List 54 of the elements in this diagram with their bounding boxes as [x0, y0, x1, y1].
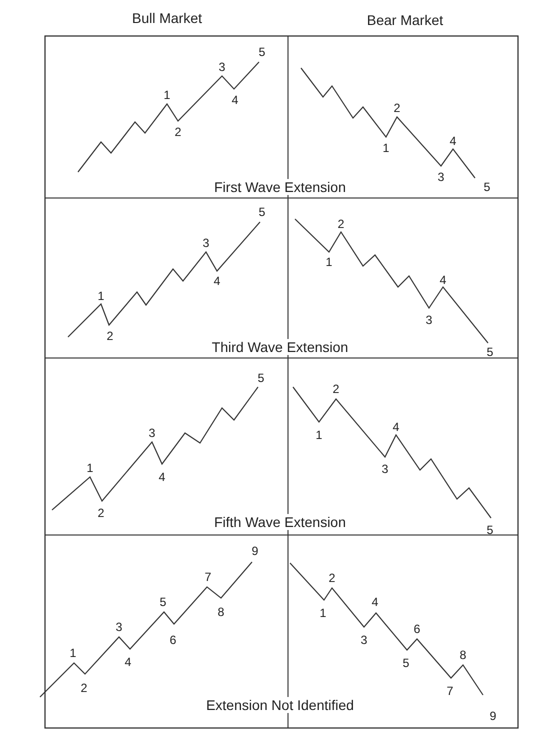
- wave-number: 1: [86, 462, 94, 474]
- wave-number: 1: [316, 429, 322, 441]
- wave-number: 1: [326, 256, 332, 268]
- wave-number: 4: [158, 471, 166, 483]
- wave-number: 3: [360, 634, 368, 646]
- wave-number: 7: [204, 571, 212, 583]
- wave-number: 5: [258, 46, 266, 58]
- wave-number: 3: [438, 171, 444, 183]
- wave-number: 4: [214, 275, 220, 287]
- wave-number: 5: [486, 346, 494, 358]
- row-title: Third Wave Extension: [210, 339, 350, 355]
- row-title: Extension Not Identified: [204, 697, 356, 713]
- wave-number: 2: [174, 126, 182, 138]
- row-title: First Wave Extension: [212, 179, 348, 195]
- wave-number: 1: [164, 89, 170, 101]
- wave-number: 9: [490, 710, 496, 722]
- wave-number: 9: [252, 545, 258, 557]
- wave-number: 2: [106, 330, 114, 342]
- wave-number: 4: [372, 596, 378, 608]
- wave-number: 1: [320, 607, 326, 619]
- wave-number: 5: [402, 657, 410, 669]
- wave-number: 5: [484, 181, 490, 193]
- wave-number: 3: [426, 314, 432, 326]
- wave-number: 3: [202, 237, 210, 249]
- wave-number: 1: [98, 290, 104, 302]
- wave-number: 5: [486, 524, 494, 536]
- wave-number: 4: [232, 94, 238, 106]
- wave-number: 5: [258, 372, 264, 384]
- wave-number: 5: [258, 206, 266, 218]
- wave-number: 2: [80, 682, 88, 694]
- wave-number: 3: [382, 463, 388, 475]
- wave-number: 1: [382, 142, 390, 154]
- wave-number: 6: [414, 623, 420, 635]
- wave-number: 2: [332, 383, 340, 395]
- row-title: Fifth Wave Extension: [212, 514, 348, 530]
- wave-number: 7: [446, 685, 454, 697]
- wave-number: 2: [394, 102, 400, 114]
- wave-number: 8: [460, 649, 466, 661]
- column-header: Bear Market: [366, 13, 444, 27]
- wave-number: 8: [218, 606, 224, 618]
- wave-number: 5: [160, 596, 166, 608]
- wave-number: 2: [328, 572, 336, 584]
- wave-number: 3: [218, 61, 226, 73]
- column-header: Bull Market: [132, 11, 202, 25]
- wave-number: 2: [338, 218, 344, 230]
- wave-number: 4: [440, 274, 446, 286]
- wave-number: 1: [70, 647, 76, 659]
- wave-number: 6: [170, 634, 176, 646]
- wave-number: 2: [98, 507, 104, 519]
- wave-number: 4: [450, 135, 456, 147]
- wave-number: 3: [116, 621, 122, 633]
- wave-number: 4: [124, 656, 132, 668]
- wave-number: 4: [392, 421, 400, 433]
- wave-number: 3: [148, 427, 156, 439]
